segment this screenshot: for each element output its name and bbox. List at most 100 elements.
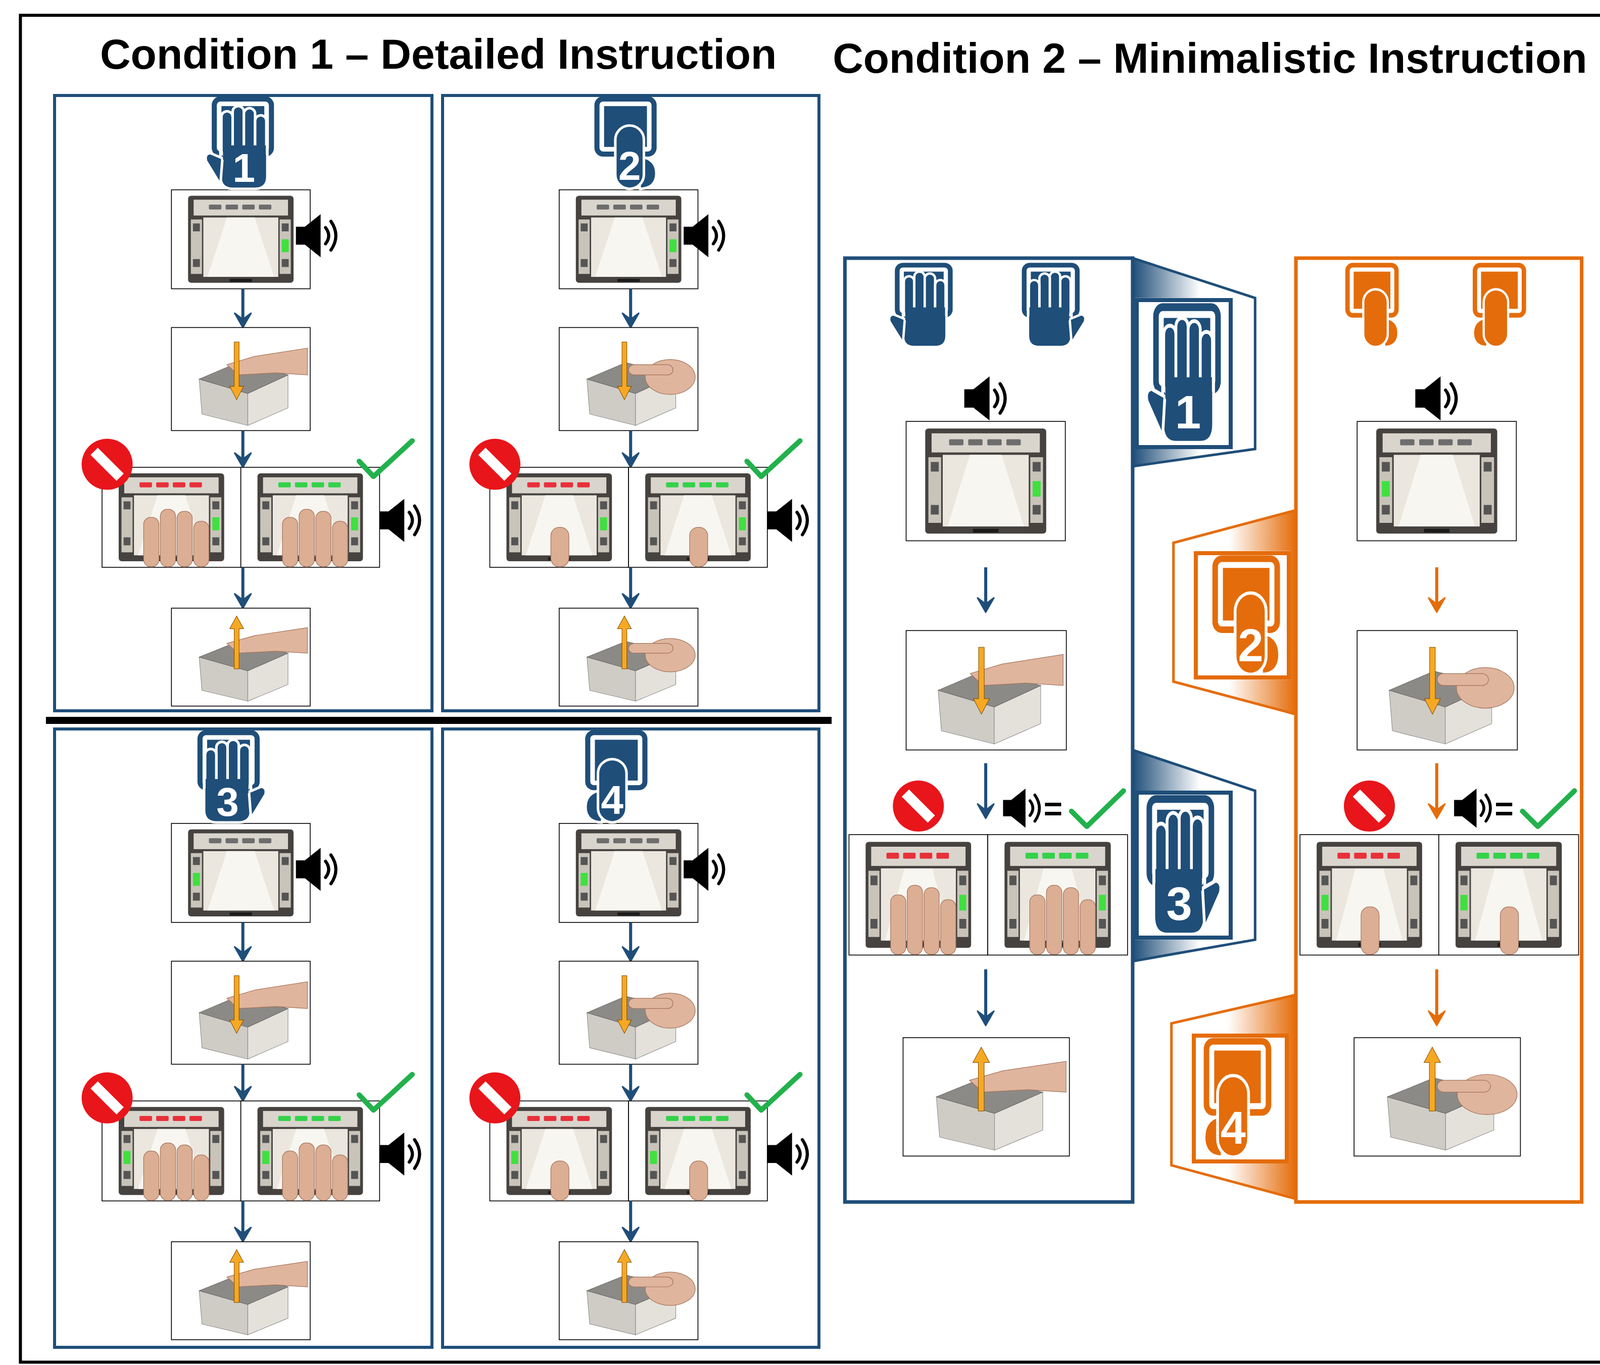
side-icon [123, 501, 131, 510]
finger [332, 521, 348, 567]
press-photo [1356, 630, 1518, 750]
side-icon [281, 857, 289, 866]
arrow-shaft [241, 922, 245, 954]
step-number: 1 [1175, 389, 1201, 436]
flow-arrow [622, 567, 639, 609]
side-icon [262, 1171, 270, 1180]
callout-ground [1134, 298, 1233, 450]
side-panel [1319, 870, 1331, 938]
speaker-body [767, 511, 778, 530]
step-callout: 4 [1191, 1033, 1289, 1164]
arrow-head [234, 594, 252, 609]
photo-frame [559, 189, 699, 289]
step-number: 2 [1237, 622, 1264, 669]
side-panel [648, 1131, 660, 1187]
status-bar [1058, 852, 1072, 859]
flow-arrow [977, 567, 994, 613]
side-icon [1549, 918, 1558, 929]
press-photo [171, 608, 311, 707]
prohibited-sign [469, 439, 521, 491]
flow-arrow [622, 288, 639, 328]
side-icon [739, 501, 747, 510]
status-bar [527, 1116, 541, 1122]
finger [193, 521, 209, 567]
side-icon [600, 1135, 608, 1144]
step-number: 3 [216, 782, 239, 823]
motion-arrow [617, 1249, 632, 1303]
status-bar [1337, 852, 1350, 859]
press-photo [171, 1241, 311, 1340]
press-photo [559, 1241, 699, 1340]
status-bar [560, 482, 574, 488]
photo-frame [1356, 421, 1517, 541]
step-callout: 3 [1134, 790, 1233, 940]
speaker-body [296, 226, 307, 246]
thumb [1146, 389, 1165, 438]
label-holder: = [1504, 809, 1523, 845]
status-bar [1419, 439, 1434, 446]
step-number: 1 [232, 148, 256, 189]
side-icon [1032, 505, 1041, 515]
scanner-top [1322, 846, 1417, 866]
arrow-shaft [241, 1064, 245, 1094]
thumb [1437, 673, 1489, 686]
side-panel [667, 219, 679, 274]
side-icon [1098, 875, 1106, 886]
sound-wave [414, 1139, 420, 1169]
side-icon [511, 1135, 519, 1144]
status-bar [311, 1116, 325, 1122]
condition-heading: Condition 2 – Minimalistic Instruction [832, 34, 1587, 82]
side-icon [1381, 462, 1390, 472]
speaker-symbol [1002, 788, 1040, 829]
scanner-body [187, 195, 294, 283]
hand [1235, 593, 1280, 675]
status-bar [208, 838, 222, 844]
side-icon [281, 892, 289, 901]
status-bar [577, 1116, 591, 1122]
photo-frame [1356, 630, 1518, 750]
side-icon [1009, 918, 1017, 929]
photo-frame [171, 823, 311, 923]
palm [1153, 866, 1205, 935]
arrow-head [622, 594, 639, 609]
status-bar [699, 482, 712, 488]
speaker-cone [973, 376, 990, 421]
outer-frame [20, 15, 1600, 1363]
side-icon [1009, 875, 1017, 886]
check-mark [746, 1074, 800, 1111]
speaker-cone [776, 498, 793, 542]
press-photo [902, 1037, 1070, 1156]
green-led [1032, 480, 1041, 497]
hand-scanner-icon [1024, 265, 1086, 348]
side-panel [736, 1131, 748, 1187]
scanner-photo [171, 823, 311, 923]
finger [143, 1150, 159, 1201]
sign-bar [478, 447, 512, 481]
scanner-base [973, 528, 999, 533]
sound-wave [713, 861, 717, 878]
speaker-cone [692, 847, 709, 891]
side-panel [190, 853, 203, 908]
side-icon [192, 857, 201, 866]
sign-disc [469, 439, 521, 491]
hand-scanner-icon [1473, 265, 1525, 348]
arrow-head [234, 1227, 252, 1242]
speaker-cone [1011, 788, 1026, 829]
side-panel [1096, 870, 1108, 938]
speaker-symbol [767, 1132, 808, 1176]
palm [1028, 306, 1072, 348]
label-holder: = [1052, 809, 1072, 845]
side-panel [1379, 457, 1392, 523]
side-icon [870, 918, 878, 929]
side-panel [928, 457, 942, 523]
scanner-photo [240, 1100, 380, 1201]
green-led [281, 239, 289, 253]
instruction-panel: 3 [53, 727, 434, 1349]
side-icon [600, 537, 608, 546]
side-icon [669, 892, 677, 901]
arrow-head [977, 598, 994, 613]
scanner-top [124, 1110, 219, 1128]
side-icon [580, 223, 588, 232]
status-bar [560, 1116, 574, 1122]
status-bar [1075, 852, 1089, 859]
